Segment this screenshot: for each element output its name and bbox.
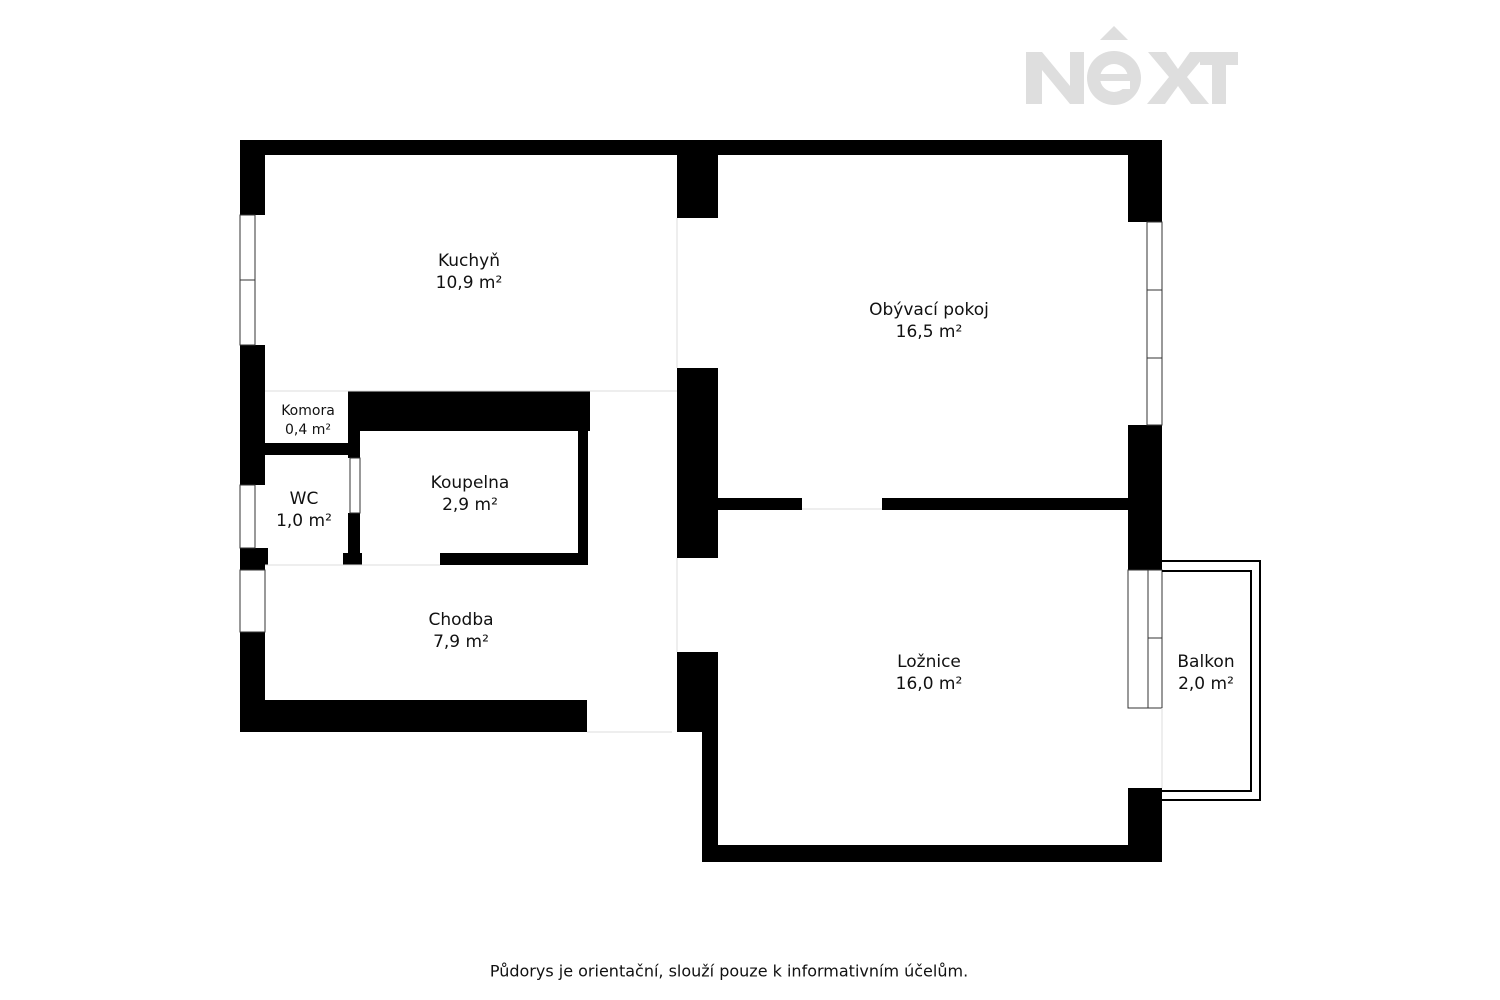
room-komora: Komora 0,4 m² — [281, 402, 335, 440]
room-area: 2,0 m² — [1178, 674, 1234, 694]
room-name: Obývací pokoj — [869, 300, 989, 320]
room-area: 1,0 m² — [276, 511, 332, 531]
room-name: Balkon — [1177, 652, 1235, 672]
room-area: 7,9 m² — [433, 632, 489, 652]
room-name: Chodba — [428, 610, 494, 630]
disclaimer-text: Půdorys je orientační, slouží pouze k in… — [489, 961, 969, 981]
room-area: 2,9 m² — [442, 495, 498, 515]
next-logo — [1022, 24, 1242, 106]
room-area: 10,9 m² — [435, 273, 503, 293]
walls — [240, 140, 1162, 862]
room-name: Komora — [281, 403, 335, 419]
room-name: Koupelna — [430, 473, 510, 493]
room-name: Ložnice — [897, 652, 961, 672]
room-name: WC — [289, 489, 319, 509]
room-area: 16,5 m² — [895, 322, 963, 342]
windows — [239, 214, 1163, 709]
room-name: Kuchyň — [437, 251, 501, 271]
balcony-railing — [1162, 560, 1261, 801]
room-area: 0,4 m² — [285, 422, 331, 438]
room-area: 16,0 m² — [895, 674, 963, 694]
openings — [265, 218, 1163, 788]
